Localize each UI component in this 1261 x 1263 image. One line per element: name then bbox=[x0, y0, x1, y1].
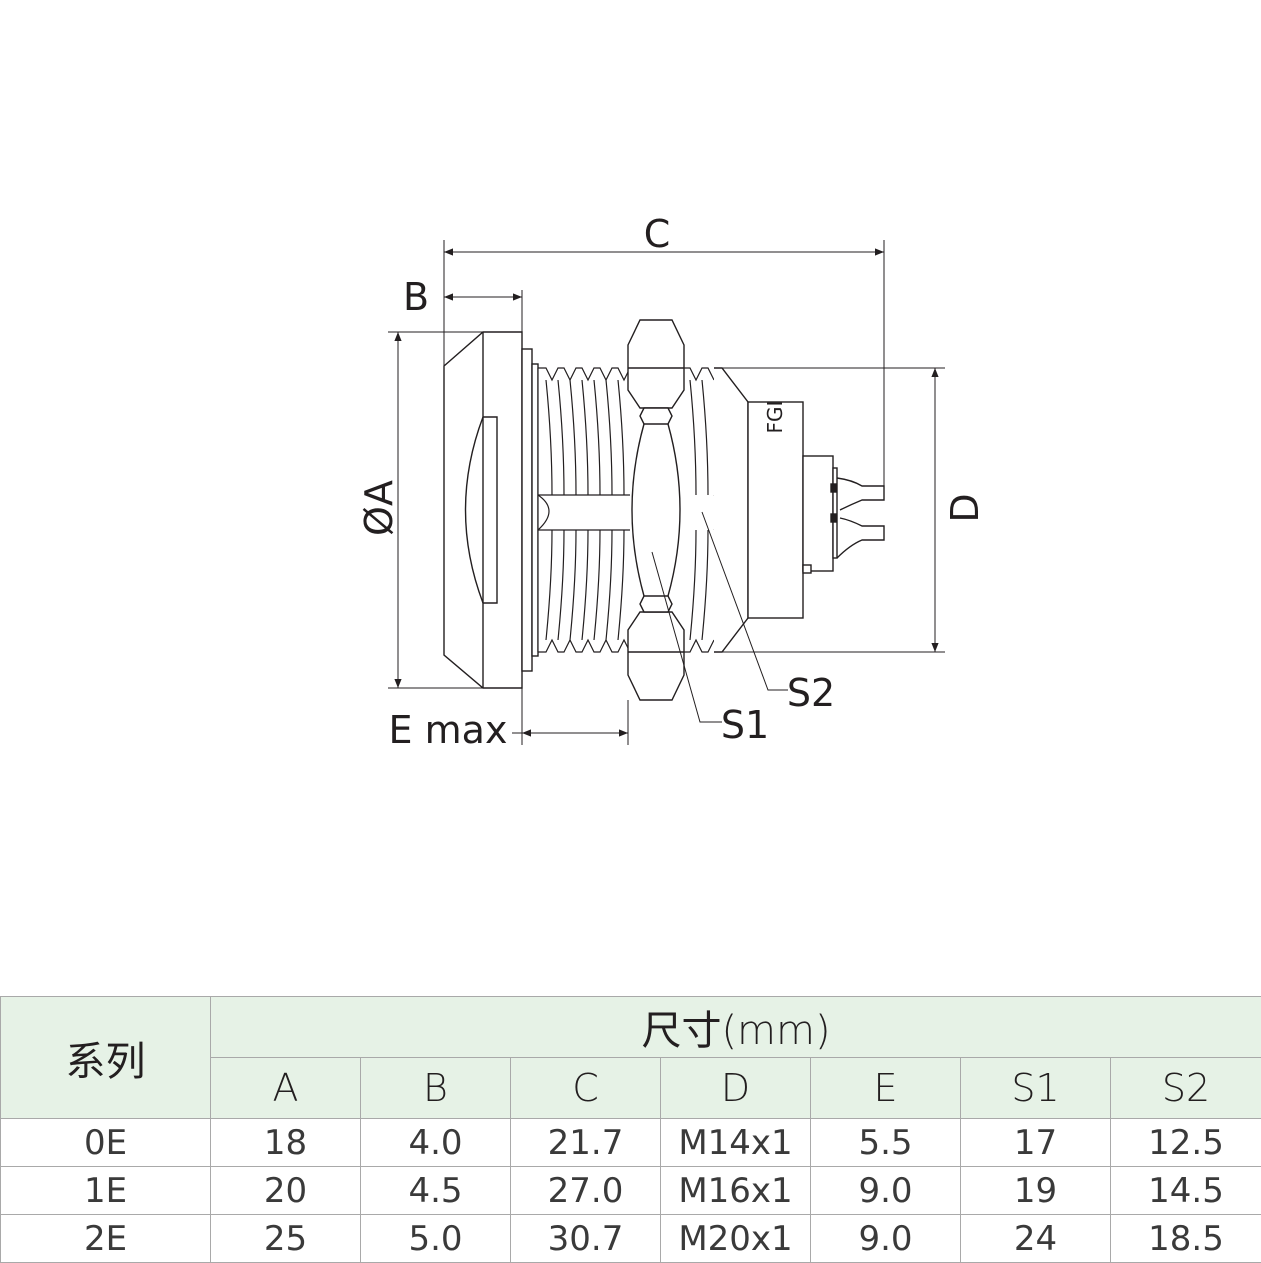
cell-e: 9.0 bbox=[811, 1215, 961, 1263]
label-b: B bbox=[403, 275, 429, 319]
table-header-row: 系列 尺寸(mm) bbox=[1, 997, 1261, 1058]
connector-flange bbox=[444, 332, 538, 688]
label-c: C bbox=[644, 212, 671, 256]
cell-b: 4.0 bbox=[361, 1119, 511, 1167]
cell-s2: 18.5 bbox=[1111, 1215, 1261, 1263]
connector-dimension-drawing: C B ØA D E max S1 S2 FGI bbox=[0, 0, 1261, 960]
column-header-e: E bbox=[811, 1058, 961, 1119]
cell-a: 20 bbox=[211, 1167, 361, 1215]
column-header-b: B bbox=[361, 1058, 511, 1119]
column-header-d: D bbox=[661, 1058, 811, 1119]
rear-body bbox=[714, 368, 884, 652]
cell-d: M16x1 bbox=[661, 1167, 811, 1215]
label-s2: S2 bbox=[787, 671, 835, 715]
cell-d: M14x1 bbox=[661, 1119, 811, 1167]
label-diameter-a: ØA bbox=[357, 480, 401, 536]
label-s1: S1 bbox=[721, 703, 769, 747]
column-header-s2: S2 bbox=[1111, 1058, 1261, 1119]
series-cell: 2E bbox=[1, 1215, 211, 1263]
cell-s2: 14.5 bbox=[1111, 1167, 1261, 1215]
table-row: 0E 18 4.0 21.7 M14x1 5.5 17 12.5 bbox=[1, 1119, 1261, 1167]
series-cell: 1E bbox=[1, 1167, 211, 1215]
cell-b: 5.0 bbox=[361, 1215, 511, 1263]
body-marking: FGI bbox=[763, 401, 787, 434]
series-header: 系列 bbox=[1, 997, 211, 1119]
column-header-c: C bbox=[511, 1058, 661, 1119]
column-header-s1: S1 bbox=[961, 1058, 1111, 1119]
column-header-a: A bbox=[211, 1058, 361, 1119]
cell-e: 5.5 bbox=[811, 1119, 961, 1167]
label-e-max: E max bbox=[389, 708, 508, 752]
cell-s1: 24 bbox=[961, 1215, 1111, 1263]
cell-b: 4.5 bbox=[361, 1167, 511, 1215]
cell-a: 25 bbox=[211, 1215, 361, 1263]
table-row: 2E 25 5.0 30.7 M20x1 9.0 24 18.5 bbox=[1, 1215, 1261, 1263]
cell-s1: 19 bbox=[961, 1167, 1111, 1215]
cell-c: 27.0 bbox=[511, 1167, 661, 1215]
series-cell: 0E bbox=[1, 1119, 211, 1167]
dimensions-table: 系列 尺寸(mm) A B C D E S1 S2 0E 18 4.0 21.7… bbox=[0, 996, 1261, 1263]
table-row: 1E 20 4.5 27.0 M16x1 9.0 19 14.5 bbox=[1, 1167, 1261, 1215]
cell-c: 30.7 bbox=[511, 1215, 661, 1263]
cell-c: 21.7 bbox=[511, 1119, 661, 1167]
dimension-header: 尺寸(mm) bbox=[211, 997, 1261, 1058]
cell-a: 18 bbox=[211, 1119, 361, 1167]
cell-s2: 12.5 bbox=[1111, 1119, 1261, 1167]
cell-s1: 17 bbox=[961, 1119, 1111, 1167]
label-d: D bbox=[943, 493, 987, 522]
cell-d: M20x1 bbox=[661, 1215, 811, 1263]
cell-e: 9.0 bbox=[811, 1167, 961, 1215]
